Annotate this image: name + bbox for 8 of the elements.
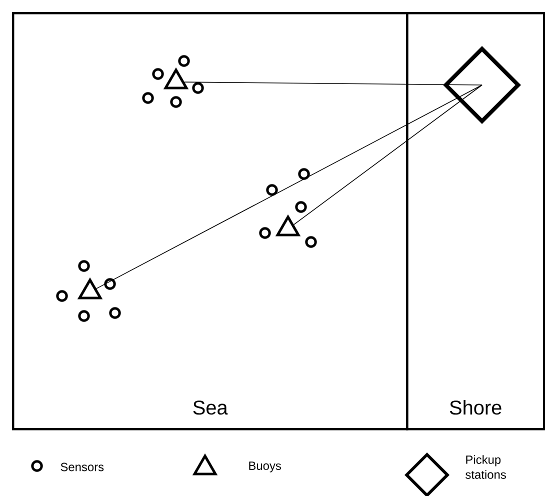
connection-line [184, 82, 482, 86]
connection-line [294, 84, 482, 226]
legend-text: Sensors [60, 462, 104, 472]
shore-region: Shore [406, 12, 545, 430]
legend-text: Buoys [249, 462, 281, 472]
legend-text: Pickup stations [466, 455, 506, 479]
connection-line [96, 84, 482, 289]
sea-region: Sea [12, 12, 408, 430]
